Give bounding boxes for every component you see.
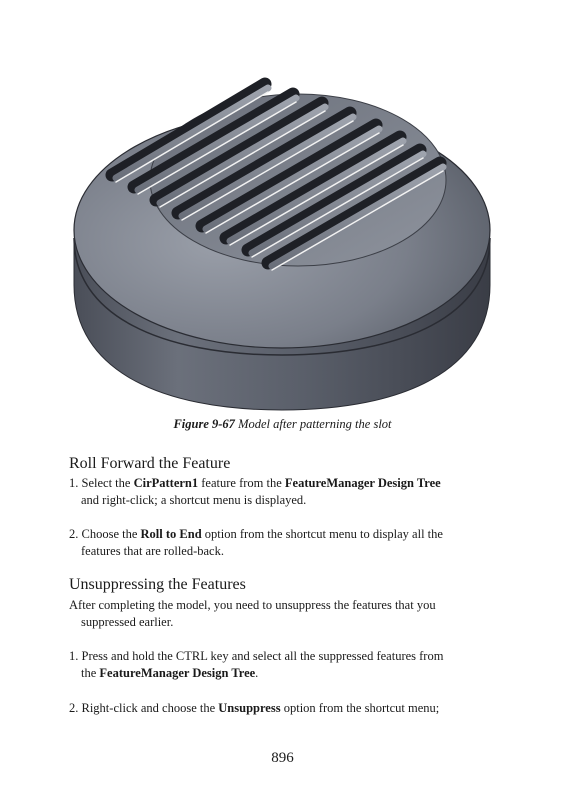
step-number: 2. — [69, 701, 79, 715]
step-text: features that are rolled-back. — [81, 544, 224, 558]
slot — [105, 77, 272, 183]
slot — [241, 143, 427, 258]
step-number: 1. — [69, 476, 79, 490]
figure-caption: Figure 9-67 Model after patterning the s… — [0, 417, 565, 432]
feature-name-cirpattern1: CirPattern1 — [133, 476, 199, 490]
step-text: Right-click and choose the — [81, 701, 219, 715]
step-number: 1. — [69, 649, 79, 663]
step-text: . — [255, 666, 259, 680]
page-number: 896 — [271, 750, 294, 766]
slot — [261, 156, 447, 271]
section-heading-unsuppressing: Unsuppressing the Features — [69, 576, 246, 593]
step-text: Select the — [81, 476, 134, 490]
featuremanager-design-tree-ref: FeatureManager Design Tree — [99, 666, 256, 680]
slot — [171, 106, 357, 221]
cap-rim-line — [73, 237, 491, 356]
option-unsuppress: Unsuppress — [218, 701, 281, 715]
step-text: Choose the — [81, 527, 141, 541]
slot — [127, 87, 300, 195]
step-text: and right-click; a shortcut menu is disp… — [81, 493, 307, 507]
step-text: the — [81, 666, 100, 680]
model-figure — [73, 77, 491, 411]
step-text: feature from the — [198, 476, 285, 490]
featuremanager-design-tree-ref: FeatureManager Design Tree — [284, 476, 441, 490]
list-item: 2. Right-click and choose the Unsuppress… — [69, 700, 497, 717]
list-item: 1. Press and hold the CTRL key and selec… — [69, 648, 497, 682]
option-roll-to-end: Roll to End — [140, 527, 202, 541]
slot — [195, 118, 383, 234]
slot-pattern — [105, 77, 447, 271]
step-text: option from the shortcut menu to display… — [201, 527, 443, 541]
intro-text: After completing the model, you need to … — [69, 598, 436, 612]
step-number: 2. — [69, 527, 79, 541]
intro-text: suppressed earlier. — [81, 615, 174, 629]
slot — [149, 96, 329, 208]
step-text: Press and hold the CTRL key and select a… — [81, 649, 444, 663]
list-item: 2. Choose the Roll to End option from th… — [69, 526, 497, 560]
figure-label: Figure 9-67 — [173, 417, 235, 431]
section-heading-roll-forward: Roll Forward the Feature — [69, 455, 231, 472]
step-text: option from the shortcut menu; — [280, 701, 440, 715]
slot — [219, 130, 407, 246]
intro-paragraph: After completing the model, you need to … — [69, 597, 497, 631]
list-item: 1. Select the CirPattern1 feature from t… — [69, 475, 497, 509]
figure-caption-text: Model after patterning the slot — [238, 417, 392, 431]
